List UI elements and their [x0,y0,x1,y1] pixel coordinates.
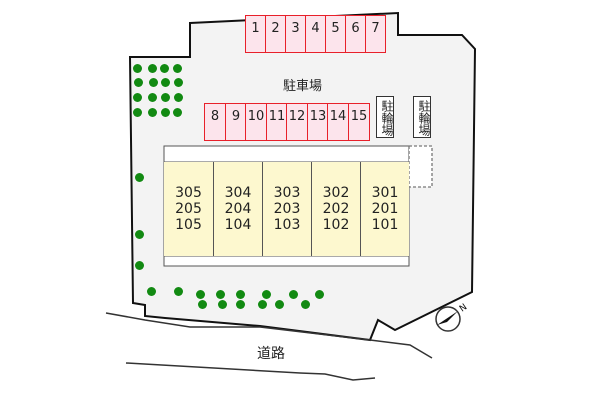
unit-205: 205 [175,201,202,217]
bicycle-parking-1[interactable]: 駐輪場 [376,96,394,138]
bicycle-parking-2[interactable]: 駐輪場 [413,96,431,138]
unit-column-05[interactable]: 305 205 105 [164,162,213,256]
tree-icon [262,290,271,299]
tree-icon [236,300,245,309]
tree-icon [135,261,144,270]
tree-icon [148,64,157,73]
tree-icon [289,290,298,299]
parking-slot[interactable]: 9 [225,103,247,141]
parking-lot-label: 駐車場 [283,79,323,94]
tree-icon [148,108,157,117]
parking-slot[interactable]: 11 [266,103,288,141]
parking-slot[interactable]: 5 [325,15,346,53]
tree-icon [161,108,170,117]
dashed-annex [408,145,433,188]
unit-102: 102 [322,217,350,233]
parking-slot[interactable]: 8 [204,103,226,141]
unit-column-01[interactable]: 301 201 101 [360,162,409,256]
tree-icon [236,290,245,299]
unit-103: 103 [273,217,301,233]
tree-icon [135,230,144,239]
unit-104: 104 [224,217,252,233]
tree-icon [161,93,170,102]
parking-slot[interactable]: 2 [265,15,286,53]
tree-icon [173,64,182,73]
tree-icon [161,78,170,87]
parking-slot[interactable]: 3 [285,15,306,53]
unit-303: 303 [273,185,301,201]
unit-204: 204 [224,201,252,217]
tree-icon [174,93,183,102]
road-edge-lower [125,362,376,381]
tree-icon [133,64,142,73]
parking-slot[interactable]: 13 [307,103,329,141]
unit-column-03[interactable]: 303 203 103 [262,162,311,256]
unit-101: 101 [371,217,399,233]
building-corridor [163,145,410,163]
parking-slot[interactable]: 4 [305,15,326,53]
parking-slot[interactable]: 12 [286,103,308,141]
parking-slot[interactable]: 6 [345,15,366,53]
tree-icon [148,93,157,102]
compass-north-icon: N [435,302,469,332]
building-balcony [163,255,410,267]
unit-202: 202 [322,201,350,217]
tree-icon [174,78,183,87]
tree-icon [134,78,143,87]
road-label: 道路 [257,346,285,362]
tree-icon [133,108,142,117]
tree-icon [198,300,207,309]
tree-icon [216,290,225,299]
parking-slot[interactable]: 14 [327,103,349,141]
tree-icon [301,300,310,309]
unit-column-02[interactable]: 302 202 102 [311,162,360,256]
unit-302: 302 [322,185,350,201]
unit-301: 301 [371,185,399,201]
unit-304: 304 [224,185,252,201]
tree-icon [133,93,142,102]
tree-icon [147,287,156,296]
parking-slot[interactable]: 15 [348,103,370,141]
unit-305: 305 [175,185,202,201]
tree-icon [196,290,205,299]
parking-slot[interactable]: 7 [365,15,386,53]
tree-icon [275,300,284,309]
unit-105: 105 [175,217,202,233]
tree-icon [160,64,169,73]
tree-icon [258,300,267,309]
parking-slot[interactable]: 10 [245,103,267,141]
unit-column-04[interactable]: 304 204 104 [213,162,262,256]
tree-icon [173,108,182,117]
unit-201: 201 [371,201,399,217]
tree-icon [174,287,183,296]
parking-slot[interactable]: 1 [245,15,266,53]
tree-icon [218,300,227,309]
unit-203: 203 [273,201,301,217]
tree-icon [135,173,144,182]
tree-icon [315,290,324,299]
road-edge-upper [105,312,433,359]
svg-text:N: N [458,302,469,314]
tree-icon [149,78,158,87]
